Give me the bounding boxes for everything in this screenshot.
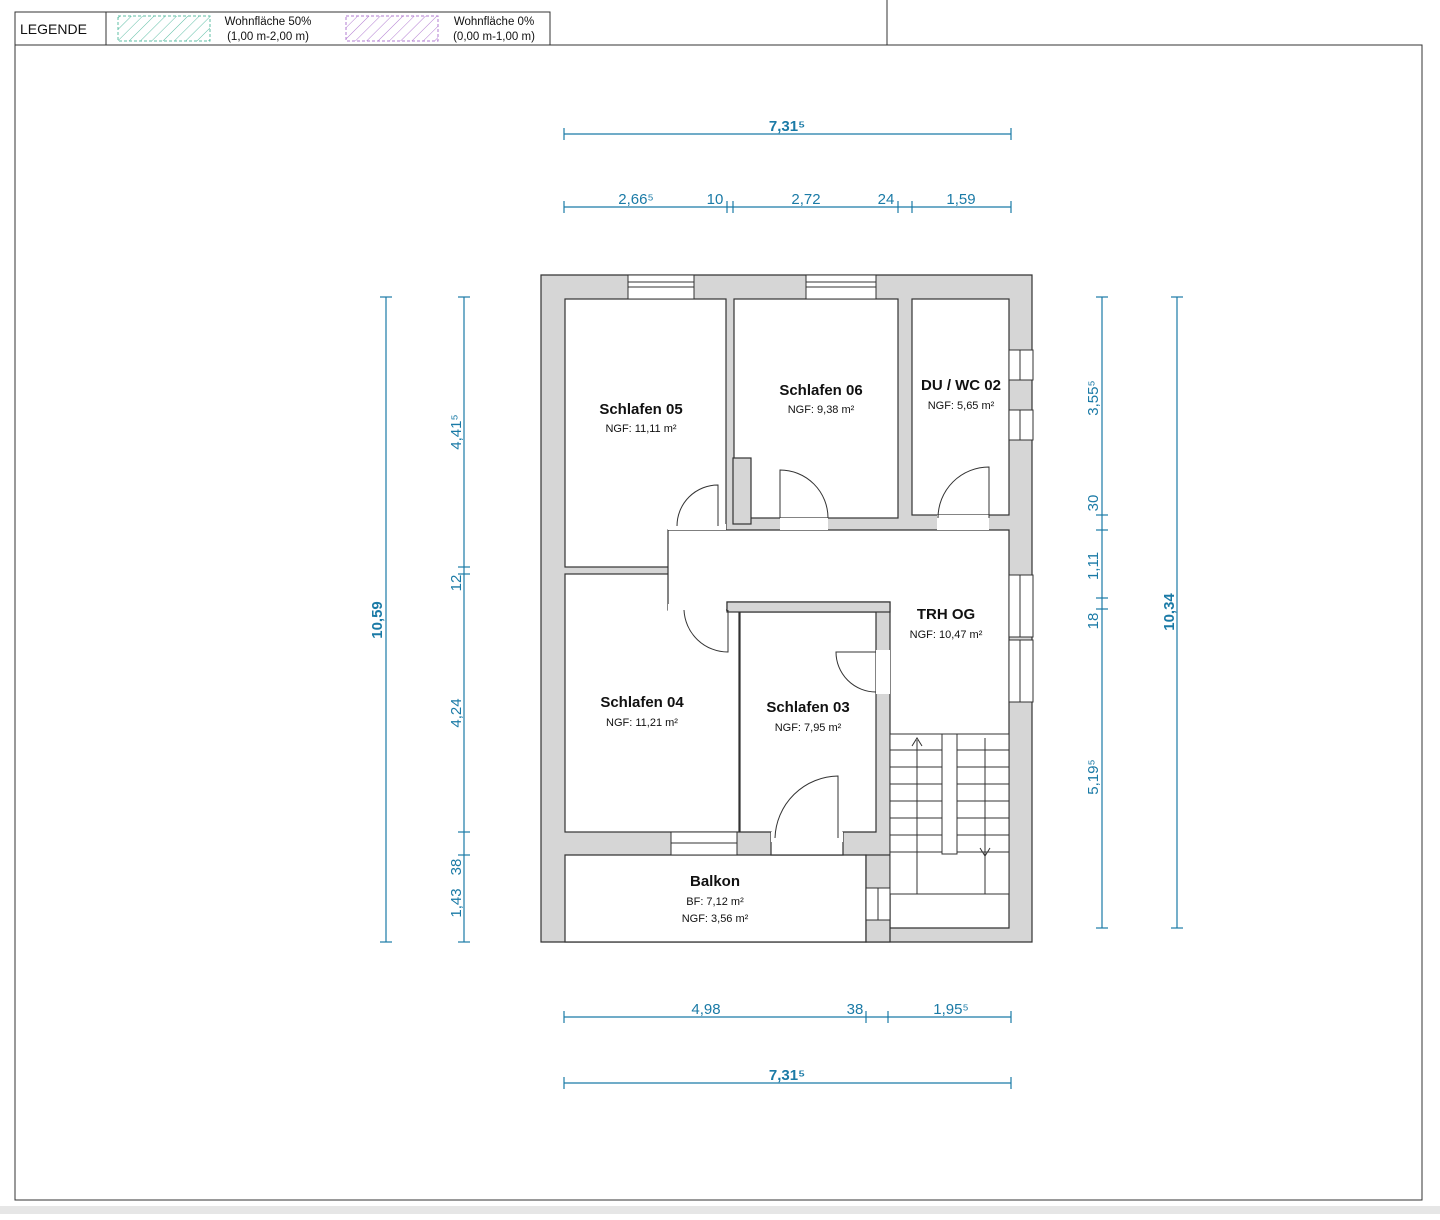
window-right-hall-1 xyxy=(1008,574,1034,638)
legend-item-label: Wohnfläche 0% xyxy=(454,16,534,28)
dimension-label: 2,66⁵ xyxy=(618,191,653,208)
room-name: DU / WC 02 xyxy=(921,377,1001,394)
legend-item-range: (1,00 m-2,00 m) xyxy=(227,31,309,43)
room-area: NGF: 9,38 m² xyxy=(788,404,855,416)
door-du-wc xyxy=(937,466,990,530)
legend-item-label: Wohnfläche 50% xyxy=(225,16,312,28)
dimension-label: 24 xyxy=(878,191,895,208)
dimension-label: 1,95⁵ xyxy=(933,1001,968,1018)
window-right-hall-2 xyxy=(1008,639,1034,703)
room-name: TRH OG xyxy=(917,606,975,623)
dimension-label: 38 xyxy=(847,1001,864,1018)
room-schlafen-04 xyxy=(564,573,740,833)
dimension-lines: 7,31⁵ 2,66⁵ 10 2,72 24 1,59 4,98 38 1,95… xyxy=(369,118,1183,1089)
dimension-label: 18 xyxy=(1085,613,1102,630)
window-balcony-door xyxy=(670,831,738,856)
hatch-swatch-green xyxy=(117,15,211,42)
room-area: BF: 7,12 m² xyxy=(686,896,744,908)
dimension-label: 7,31⁵ xyxy=(769,118,805,135)
legend-item-range: (0,00 m-1,00 m) xyxy=(453,31,535,43)
room-area: NGF: 11,11 m² xyxy=(605,423,676,435)
dimension-label: 10 xyxy=(707,191,724,208)
window-balcony-side xyxy=(865,887,891,921)
stairs xyxy=(889,733,1010,895)
legend-title: LEGENDE xyxy=(20,21,87,37)
door-schlafen-05 xyxy=(668,484,726,530)
dimension-label: 1,11 xyxy=(1085,552,1102,580)
window-right-wc-1 xyxy=(1008,349,1034,381)
door-schlafen-04 xyxy=(668,604,729,653)
room-name: Balkon xyxy=(690,873,740,890)
dimension-label: 1,43 xyxy=(448,888,465,917)
dimension-label: 3,55⁵ xyxy=(1085,380,1102,415)
dimension-label: 12 xyxy=(448,575,465,592)
room-du-wc-02 xyxy=(911,298,1010,516)
dimension-label: 30 xyxy=(1085,495,1102,512)
building xyxy=(540,274,1034,943)
door-balcony xyxy=(771,775,843,842)
dimension-label: 4,41⁵ xyxy=(448,414,465,449)
room-area: NGF: 3,56 m² xyxy=(682,913,749,925)
dimension-label: 4,24 xyxy=(448,698,465,727)
dimension-label: 38 xyxy=(448,859,465,876)
room-schlafen-05 xyxy=(564,298,727,568)
room-name: Schlafen 03 xyxy=(766,699,849,716)
room-area: NGF: 11,21 m² xyxy=(606,717,678,729)
dimension-label: 4,98 xyxy=(691,1001,720,1018)
room-area: NGF: 5,65 m² xyxy=(928,400,995,412)
dimension-label: 10,59 xyxy=(369,601,386,639)
dimension-label: 7,31⁵ xyxy=(769,1067,805,1084)
room-name: Schlafen 06 xyxy=(779,382,862,399)
dimension-label: 5,19⁵ xyxy=(1085,759,1102,794)
room-schlafen-06 xyxy=(733,298,899,519)
room-area: NGF: 7,95 m² xyxy=(775,722,842,734)
room-area: NGF: 10,47 m² xyxy=(910,629,983,641)
room-name: Schlafen 05 xyxy=(599,401,682,418)
dimension-label: 2,72 xyxy=(791,191,820,208)
door-schlafen-03 xyxy=(835,650,890,694)
window-top-middle xyxy=(805,274,877,300)
window-top-left xyxy=(627,274,695,300)
door-schlafen-06 xyxy=(779,469,829,530)
legend: LEGENDE Wohnfläche 50% (1,00 m-2,00 m) W… xyxy=(14,11,551,46)
sheet-frame xyxy=(14,44,1423,1201)
room-name: Schlafen 04 xyxy=(600,694,684,711)
dimension-label: 1,59 xyxy=(946,191,975,208)
hatch-swatch-purple xyxy=(345,15,439,42)
dimension-label: 10,34 xyxy=(1161,593,1178,631)
window-right-wc-2 xyxy=(1008,409,1034,441)
room-labels: Schlafen 05 NGF: 11,11 m² Schlafen 06 NG… xyxy=(599,377,1001,925)
